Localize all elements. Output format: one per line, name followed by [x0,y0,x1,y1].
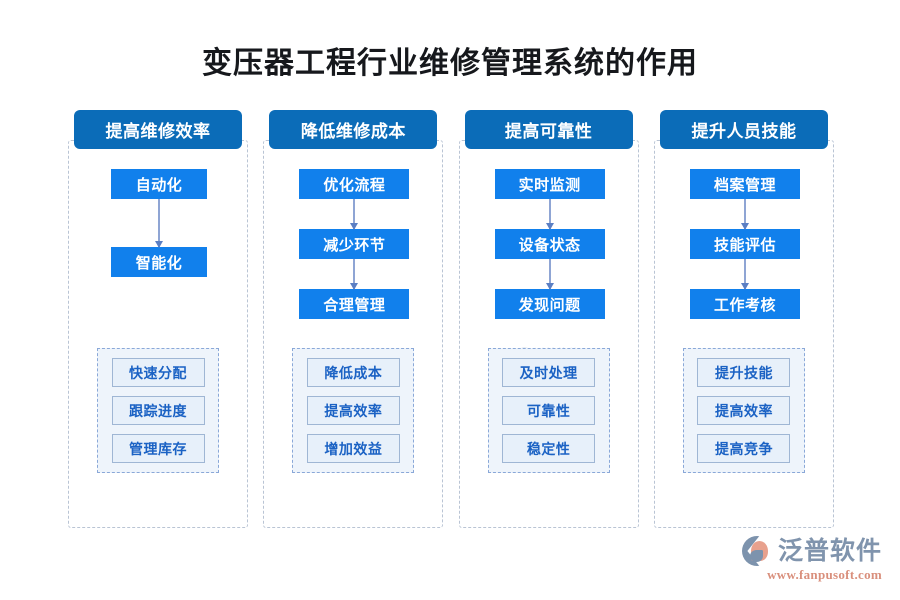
flow-step: 发现问题 [494,289,605,319]
flow-step: 工作考核 [689,289,800,319]
sub-panel: 及时处理 可靠性 稳定性 [487,348,610,473]
sub-item: 及时处理 [502,358,596,387]
flow-chain: 实时监测 设备状态 发现问题 [460,169,640,319]
column-header: 降低维修成本 [269,110,438,149]
sub-item: 管理库存 [111,434,205,463]
flow-step: 合理管理 [299,289,410,319]
flow-arrow-icon [548,259,551,289]
sub-panel: 快速分配 跟踪进度 管理库存 [97,348,219,473]
sub-item: 降低成本 [306,358,400,387]
columns-container: 提高维修效率 自动化 智能化 快速分配 跟踪进度 管理库存 降低维修成本 优化流… [68,110,835,528]
sub-item: 可靠性 [502,396,596,425]
flow-arrow-icon [353,259,356,289]
flow-arrow-icon [548,199,551,229]
sub-item: 增加效益 [306,434,400,463]
brand-logo: 泛普软件 www.fanpusoft.com [722,536,882,588]
sub-item: 稳定性 [502,434,596,463]
flow-step: 自动化 [111,169,207,199]
column-header: 提高维修效率 [74,110,242,149]
sub-item: 快速分配 [111,358,205,387]
flow-arrow-icon [743,199,746,229]
brand-url: www.fanpusoft.com [767,567,882,582]
flow-arrow-icon [743,259,746,289]
column-reduce-cost: 降低维修成本 优化流程 减少环节 合理管理 降低成本 提高效率 增加效益 [263,110,444,528]
flow-chain: 优化流程 减少环节 合理管理 [264,169,444,319]
column-improve-efficiency: 提高维修效率 自动化 智能化 快速分配 跟踪进度 管理库存 [68,110,249,528]
sub-panel: 降低成本 提高效率 增加效益 [292,348,415,473]
sub-item: 提高竞争 [697,434,791,463]
flow-chain: 档案管理 技能评估 工作考核 [655,169,835,319]
flow-arrow-icon [353,199,356,229]
sub-item: 提高效率 [306,396,400,425]
brand-row: 泛普软件 [722,536,882,566]
flow-step: 实时监测 [494,169,605,199]
flow-step: 减少环节 [299,229,410,259]
flow-step: 档案管理 [689,169,800,199]
sub-item: 提升技能 [697,358,791,387]
fanpu-logo-icon [741,536,772,566]
column-improve-reliability: 提高可靠性 实时监测 设备状态 发现问题 泛普软件 及时处理 可靠性 稳定性 [458,110,640,528]
flow-step: 技能评估 [689,229,800,259]
sub-item: 跟踪进度 [111,396,205,425]
flow-step: 智能化 [111,247,207,277]
flow-arrow-icon [158,199,160,247]
column-improve-skills: 提升人员技能 档案管理 技能评估 工作考核 提升技能 提高效率 提高竞争 [653,110,835,528]
logo-leaf-accent-shape [749,550,763,562]
flow-step: 优化流程 [299,169,410,199]
flow-chain: 自动化 智能化 [69,169,249,277]
sub-panel: 提升技能 提高效率 提高竞争 [682,348,805,473]
flow-step: 设备状态 [494,229,605,259]
page-title: 变压器工程行业维修管理系统的作用 [202,47,698,80]
column-header: 提升人员技能 [659,110,828,149]
sub-item: 提高效率 [697,396,791,425]
brand-name: 泛普软件 [777,537,882,565]
column-header: 提高可靠性 [464,110,633,149]
